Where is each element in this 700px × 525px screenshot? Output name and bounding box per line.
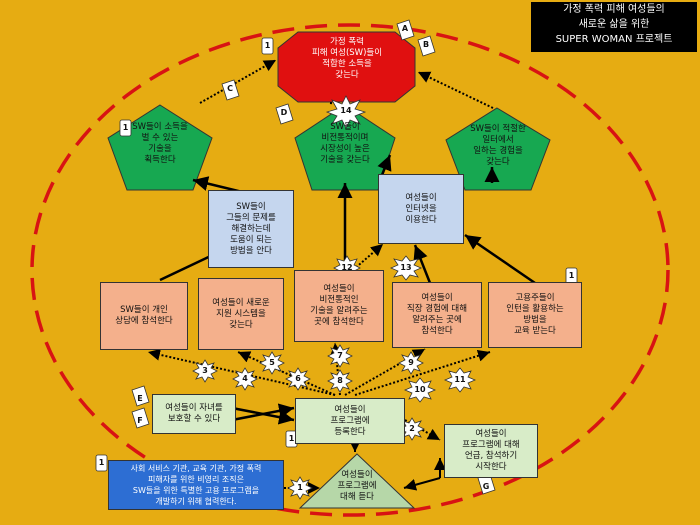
scroll-5-label: 1 (98, 458, 105, 467)
job-experience-box: 여성들이 직장 경험에 대해 알려주는 곳에 참석한다 (392, 282, 482, 348)
starburst-5-label: 5 (269, 358, 275, 367)
starburst-3 (192, 359, 218, 383)
starburst-14-label: 14 (340, 106, 352, 115)
pentagon-center-text: SW들이 비전통적이며 시장성이 높은 기술을 갖는다 (320, 122, 370, 165)
note-f-label: F (137, 416, 143, 425)
goal-text: 가정 폭력 피해 여성(SW)들이 적합한 소득을 갖는다 (311, 37, 383, 80)
pentagon-left-shape (107, 104, 213, 191)
starburst-13-label: 13 (400, 263, 412, 272)
starburst-2-label: 2 (409, 424, 415, 433)
note-c-label: C (227, 84, 233, 93)
child-protection-box: 여성들이 자녀를 보호할 수 있다 (152, 394, 236, 434)
note-g-label: G (482, 482, 490, 491)
note-a-label: A (401, 24, 409, 33)
starburst-1-label: 1 (297, 483, 303, 492)
note-e-shape (131, 385, 150, 407)
problem-solving-box: SW들이 그들의 문제를 해결하는데 도움이 되는 방법을 안다 (208, 190, 294, 268)
starburst-14 (325, 95, 367, 129)
pentagon-right-text: SW들이 적절한 일터에서 일하는 경험을 갖는다 (470, 124, 526, 167)
starburst-10-label: 10 (414, 385, 426, 394)
triangle-text: 여성들이 프로그램에 대해 듣다 (337, 470, 377, 502)
starburst-9-label: 9 (408, 358, 414, 367)
program-boundary-ellipse (30, 23, 670, 517)
note-e-label: E (137, 394, 143, 403)
note-c-shape (221, 79, 240, 101)
scroll-1-shape (261, 37, 274, 55)
starburst-11 (443, 367, 477, 393)
scroll-5-shape (95, 454, 108, 472)
starburst-4-label: 4 (242, 374, 248, 383)
starburst-6-label: 6 (295, 374, 301, 383)
counseling-box: SW들이 개인 상담에 참석한다 (100, 282, 188, 350)
note-b-label: B (422, 40, 430, 49)
scroll-1-label: 1 (264, 41, 271, 50)
note-b-shape (417, 35, 436, 57)
note-a-shape (396, 19, 415, 41)
starburst-3-label: 3 (202, 366, 208, 375)
nontraditional-skills-box: 여성들이 비전통적인 기술을 알려주는 곳에 참석한다 (294, 270, 384, 342)
scroll-2-label: 1 (122, 123, 129, 132)
starburst-8-label: 8 (337, 376, 343, 385)
program-mention-box: 여성들이 프로그램에 대해 언급, 참석하기 시작한다 (444, 424, 538, 478)
starburst-5 (259, 351, 285, 375)
note-f-shape (131, 407, 150, 429)
support-system-box: 여성들이 새로운 지원 시스템을 갖는다 (198, 278, 284, 350)
starburst-7-label: 7 (337, 351, 343, 360)
note-d-label: D (280, 108, 288, 117)
scroll-3-label: 1 (568, 271, 575, 280)
pentagon-left-text: SW들이 소득을 벌 수 있는 기술을 획득한다 (132, 122, 188, 165)
internet-use-box: 여성들이 인터넷을 이용한다 (378, 174, 464, 244)
starburst-7 (327, 344, 353, 368)
project-title: 가정 폭력 피해 여성들의 새로운 삶을 위한 SUPER WOMAN 프로젝트 (531, 2, 697, 52)
scroll-4-label: 1 (288, 434, 295, 443)
starburst-2 (399, 417, 425, 441)
starburst-12-label: 12 (341, 263, 353, 272)
employer-training-box: 고용주들이 인턴을 활용하는 방법을 교육 받는다 (488, 282, 582, 348)
starburst-6 (285, 367, 311, 391)
starburst-1 (287, 476, 313, 500)
starburst-8 (327, 369, 353, 393)
starburst-11-label: 11 (454, 375, 466, 384)
scroll-2-shape (119, 119, 132, 137)
note-d-shape (275, 103, 294, 125)
starburst-9 (398, 351, 424, 375)
starburst-4 (232, 367, 258, 391)
triangle-shape (298, 453, 416, 509)
starburst-10 (403, 377, 437, 403)
partnership-box: 사회 서비스 기관, 교육 기관, 가정 폭력 피해자를 위한 비영리 조직은 … (108, 460, 284, 510)
pentagon-right-shape (445, 107, 551, 191)
program-registration-box: 여성들이 프로그램에 등록한다 (295, 398, 405, 444)
starburst-13 (389, 255, 423, 281)
